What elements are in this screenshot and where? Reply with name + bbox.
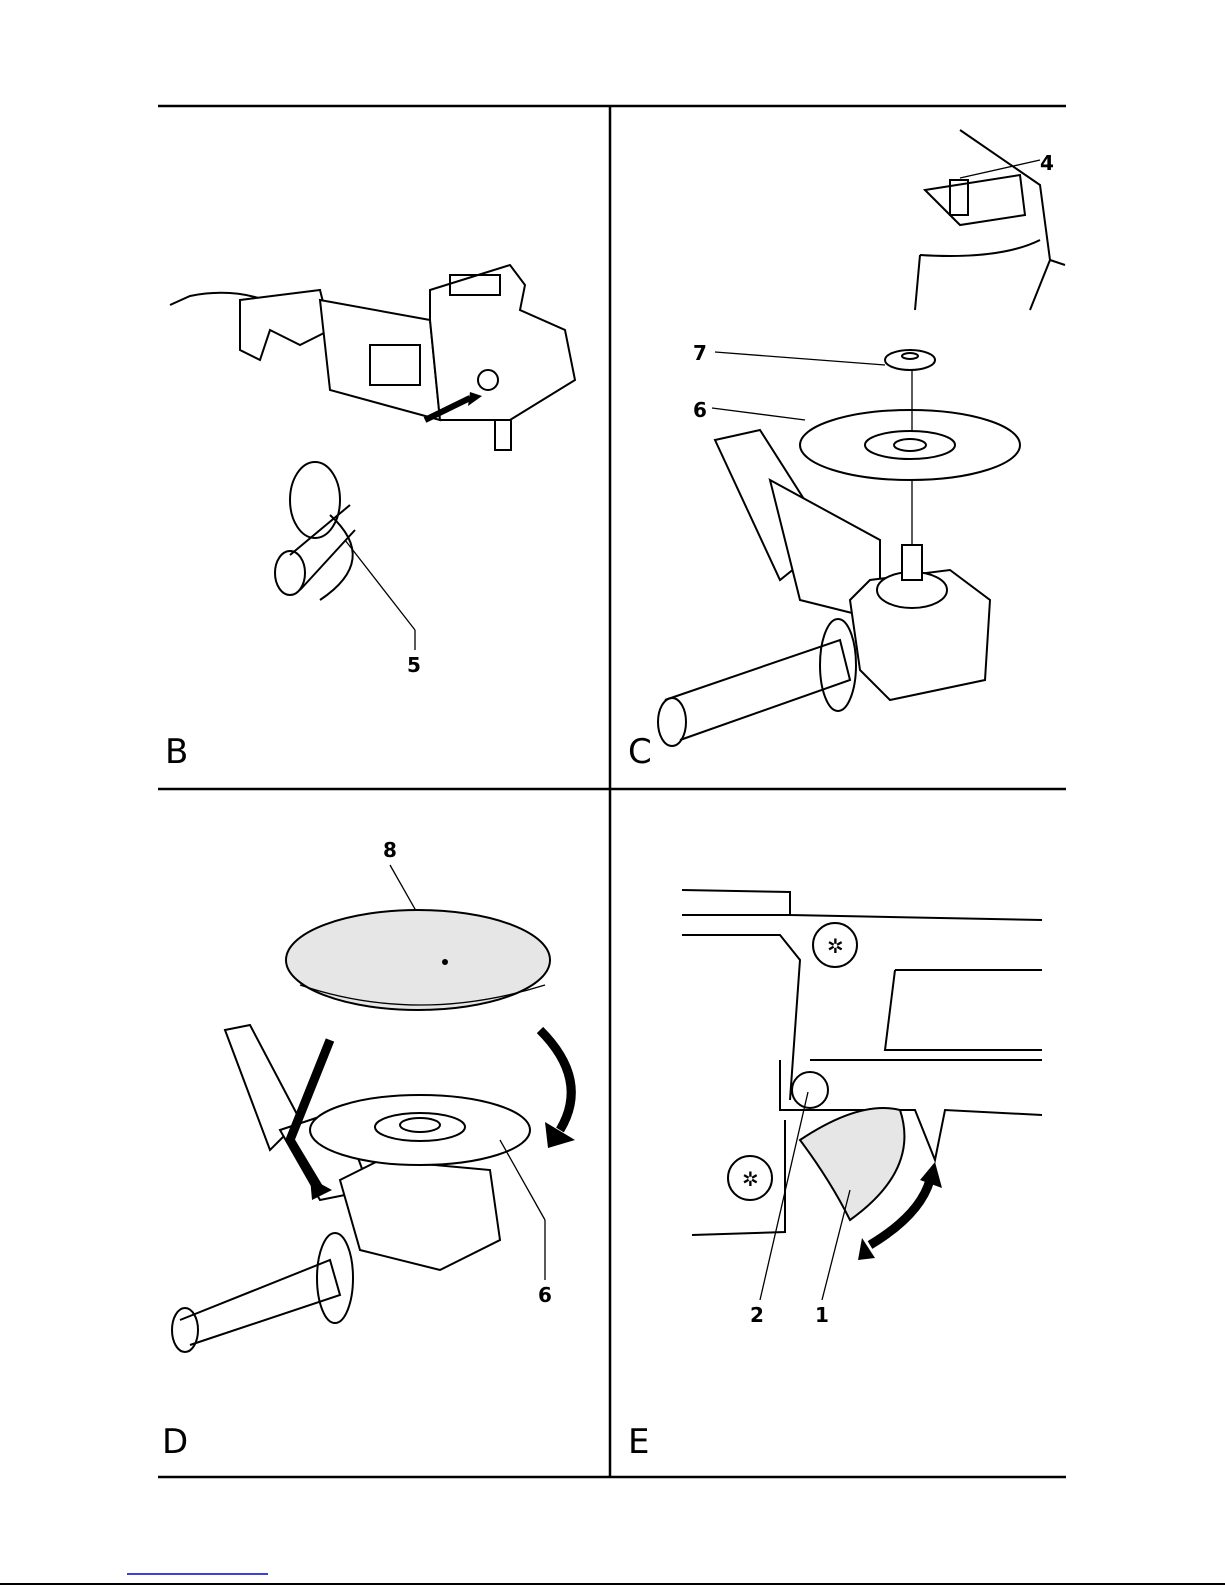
callout-1: 1 xyxy=(815,1303,829,1327)
panel-label-b: B xyxy=(165,732,188,772)
callout-8: 8 xyxy=(383,838,397,862)
callout-6-d: 6 xyxy=(538,1283,552,1307)
panel-c-drawing: 4 7 6 C xyxy=(628,129,1066,772)
panel-label-d: D xyxy=(162,1422,188,1462)
callout-5: 5 xyxy=(407,653,421,677)
panel-label-e: E xyxy=(628,1422,649,1462)
panel-label-c: C xyxy=(628,732,652,772)
panel-b-drawing: 5 B xyxy=(165,263,577,772)
panel-d-drawing: 8 6 D xyxy=(162,838,576,1462)
panel-e-drawing: ✲ ✲ 2 1 E xyxy=(628,889,1043,1462)
callout-2: 2 xyxy=(750,1303,764,1327)
screw-icon: ✲ xyxy=(827,934,844,958)
callout-4: 4 xyxy=(1040,151,1054,175)
screw-icon-2: ✲ xyxy=(742,1167,759,1191)
callout-7: 7 xyxy=(693,341,707,365)
callout-6-c: 6 xyxy=(693,398,707,422)
